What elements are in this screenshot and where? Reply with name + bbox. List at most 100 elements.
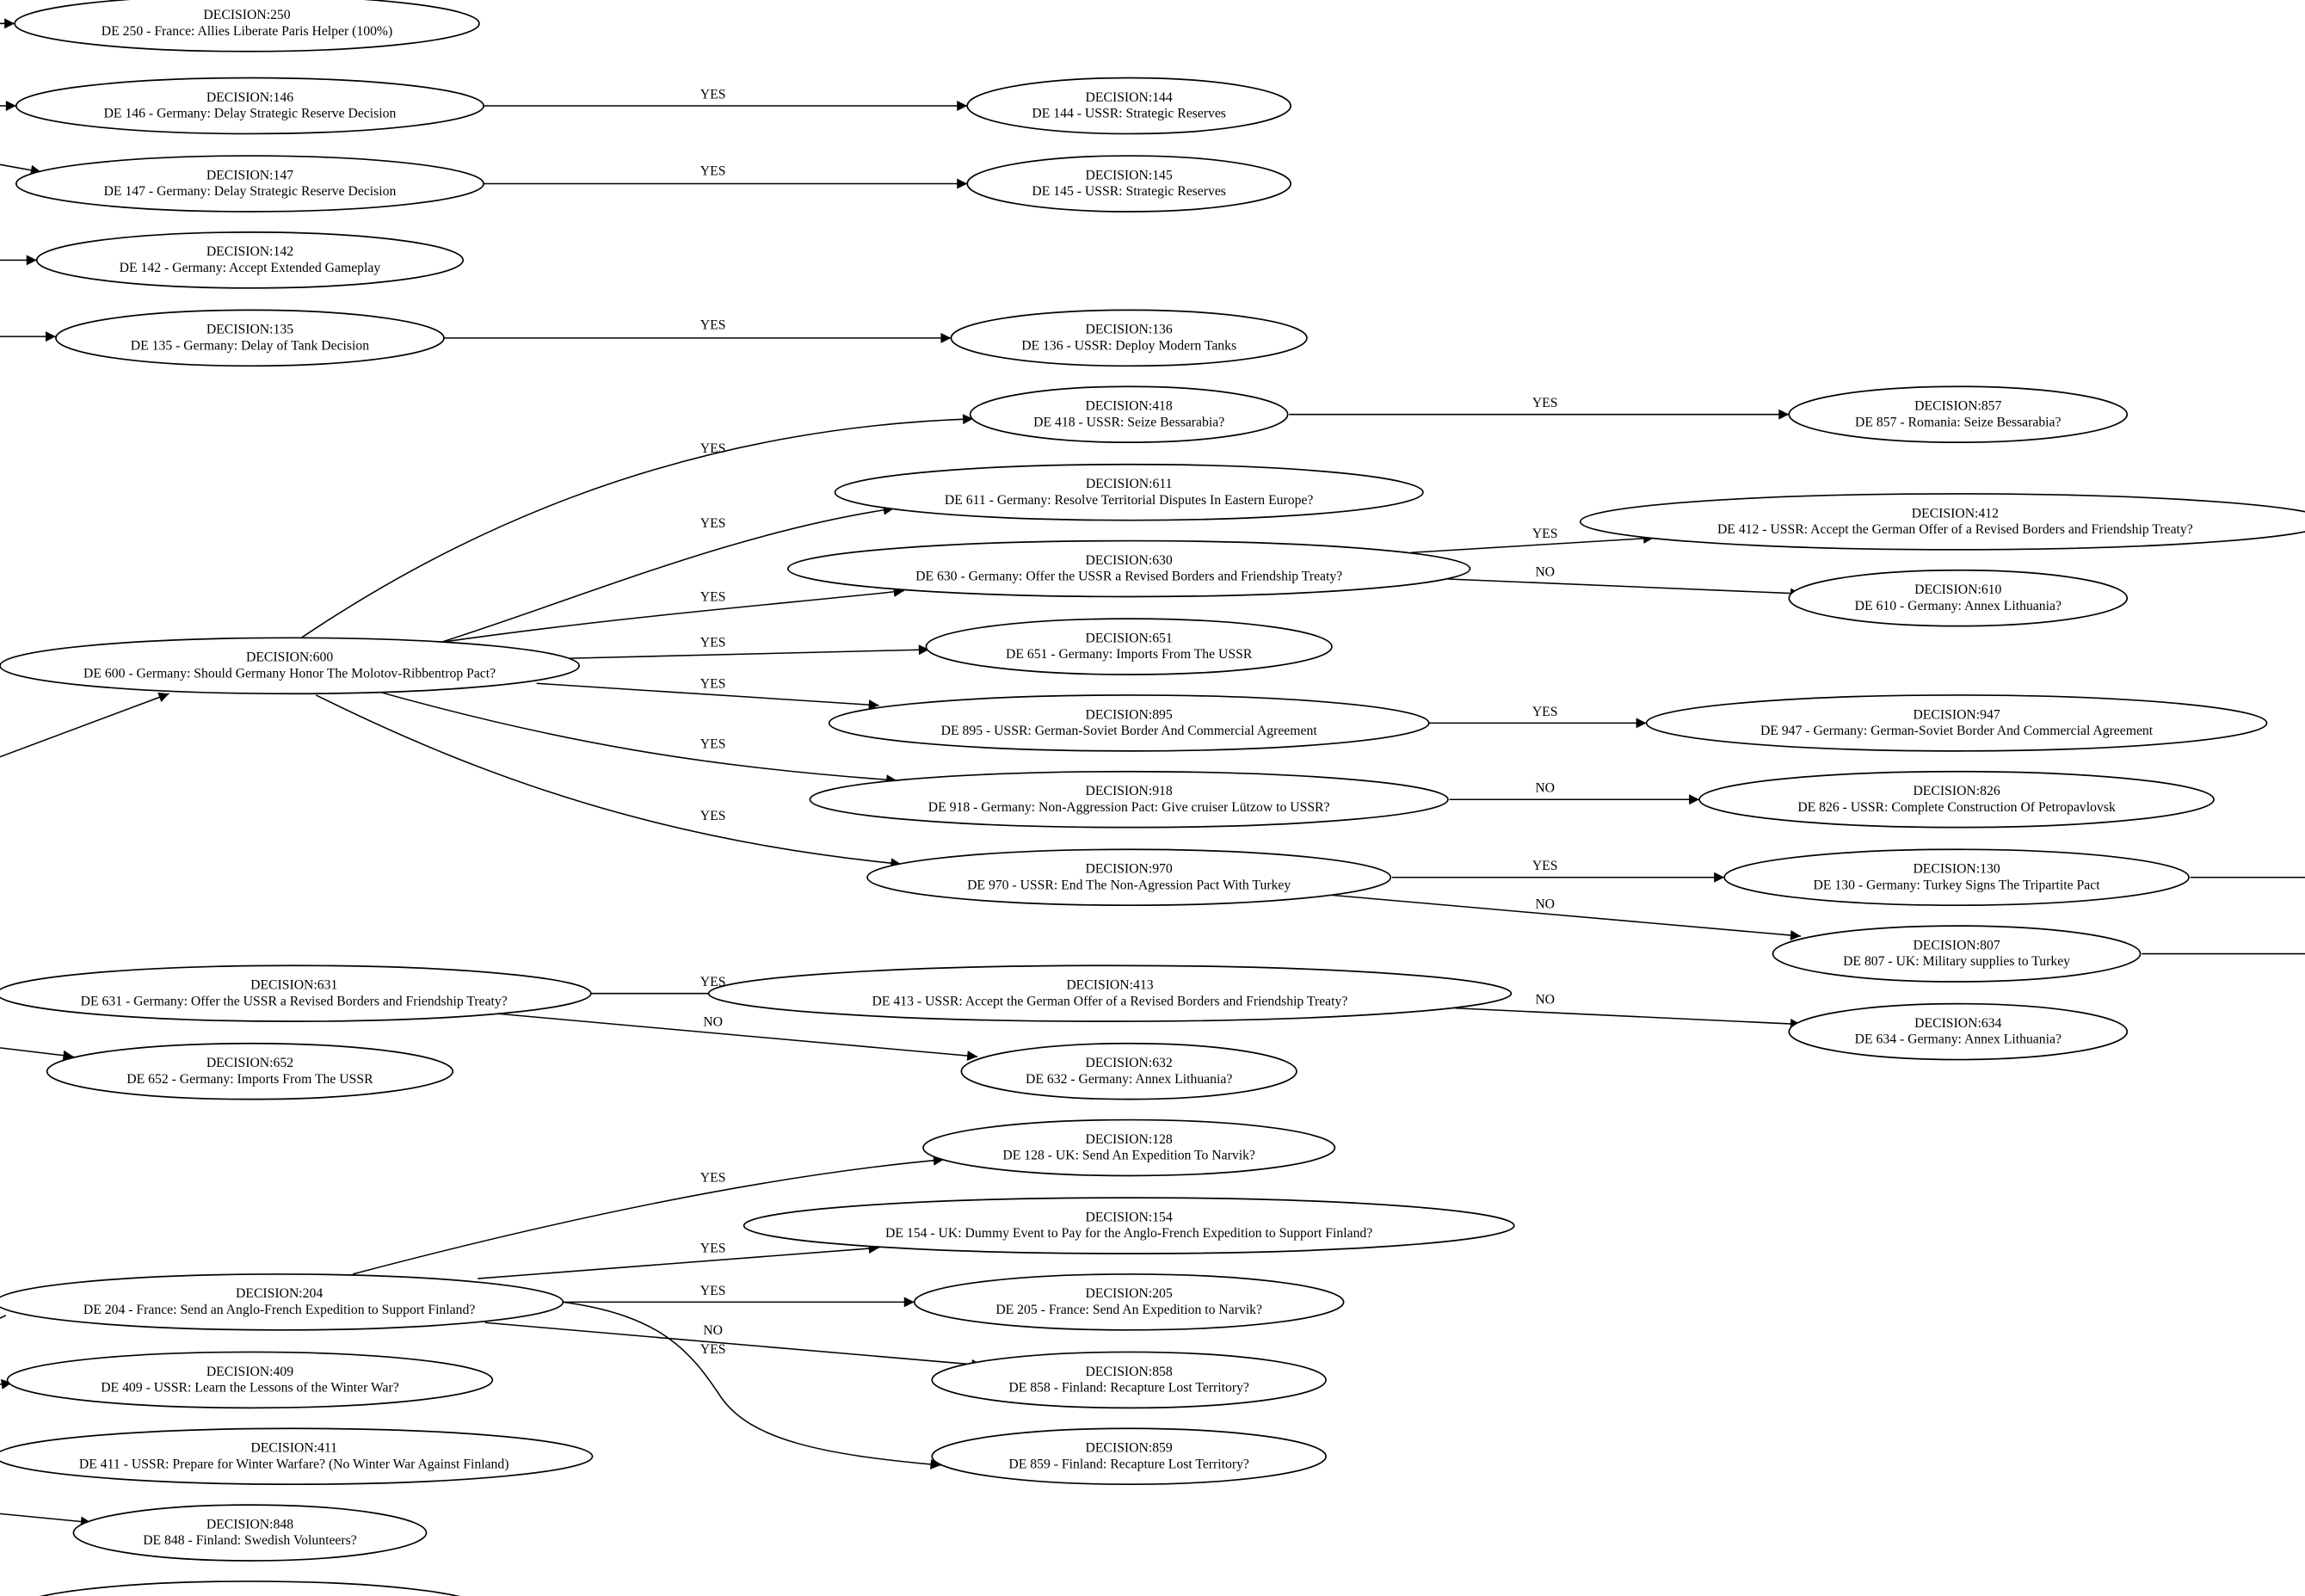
node-ellipse[interactable] — [0, 637, 580, 695]
node-ellipse[interactable] — [15, 155, 484, 213]
node-ellipse[interactable] — [0, 1273, 564, 1331]
edge-600-to-970[interactable]: YES — [315, 694, 902, 869]
node-ellipse[interactable] — [966, 155, 1291, 213]
node-ellipse[interactable] — [0, 1427, 594, 1486]
node-ellipse[interactable] — [931, 1351, 1327, 1409]
node-ellipse[interactable] — [966, 77, 1291, 135]
node-ellipse[interactable] — [0, 964, 592, 1022]
node-ellipse[interactable] — [913, 1273, 1345, 1331]
node-ellipse[interactable] — [950, 309, 1308, 367]
edge-line[interactable] — [1447, 578, 1802, 599]
edge-600-to-418[interactable]: YES — [300, 414, 974, 638]
edge-204-to-128[interactable]: YES — [352, 1155, 944, 1275]
edge-895-to-947[interactable]: YES — [1428, 705, 1647, 729]
edge-line[interactable] — [300, 414, 974, 638]
node-ellipse[interactable] — [1645, 694, 2268, 752]
node-ellipse[interactable] — [46, 1042, 454, 1100]
edge-line[interactable] — [315, 694, 902, 869]
node-ellipse[interactable] — [1788, 1002, 2129, 1061]
edge-line[interactable] — [536, 682, 879, 711]
node-ellipse[interactable] — [960, 1042, 1297, 1100]
edge-135-to-136[interactable]: YES — [443, 318, 952, 343]
edge-line[interactable] — [563, 1301, 941, 1470]
edge-line[interactable] — [441, 504, 894, 644]
node-ellipse[interactable] — [931, 1427, 1327, 1486]
edge-204-to-205[interactable]: YES — [563, 1284, 915, 1308]
edge-631-to-632[interactable]: NO — [484, 1012, 978, 1062]
node-ellipse[interactable] — [1579, 493, 2305, 551]
node-ellipse[interactable] — [55, 309, 445, 367]
edge-line[interactable] — [441, 586, 904, 644]
edge-918-to-826[interactable]: NO — [1449, 781, 1700, 805]
edge-418-to-857[interactable]: YES — [1289, 396, 1790, 420]
node-ellipse[interactable] — [1772, 925, 2142, 983]
node-ellipse[interactable] — [14, 0, 480, 52]
node-ellipse[interactable] — [922, 1118, 1336, 1177]
node-ellipse[interactable] — [828, 694, 1430, 752]
edge-line[interactable] — [478, 1243, 879, 1279]
node-ellipse[interactable] — [866, 848, 1392, 907]
edge-630-to-412[interactable]: YES — [1411, 527, 1655, 554]
edge-600-to-895[interactable]: YES — [536, 676, 879, 711]
edge-line[interactable] — [565, 644, 929, 659]
edge-600-to-630[interactable]: YES — [441, 586, 904, 644]
edge-413-to-634[interactable]: NO — [1455, 993, 1802, 1029]
edge-line[interactable] — [374, 690, 897, 786]
edge-line[interactable] — [352, 1155, 944, 1275]
edge-970-to-130[interactable]: YES — [1391, 859, 1725, 883]
node-ellipse[interactable] — [925, 618, 1333, 675]
edge-146-to-144[interactable]: YES — [484, 87, 968, 111]
edge-630-to-610[interactable]: NO — [1447, 565, 1802, 599]
node-ellipse[interactable] — [786, 539, 1471, 598]
node-ellipse[interactable] — [6, 1351, 494, 1409]
node-ellipse[interactable] — [1698, 770, 2215, 829]
edge-600-to-611[interactable]: YES — [441, 504, 894, 644]
node-ellipse[interactable] — [35, 231, 465, 289]
node-ellipse[interactable] — [834, 463, 1424, 521]
node-ellipse[interactable] — [969, 385, 1289, 443]
edge-600-to-918[interactable]: YES — [374, 690, 897, 786]
node-ellipse[interactable] — [1788, 569, 2129, 627]
edge-line[interactable] — [484, 1322, 983, 1370]
edge-204-to-154[interactable]: YES — [478, 1241, 879, 1279]
edge-line[interactable] — [1455, 1007, 1802, 1029]
edge-970-to-807[interactable]: NO — [1330, 894, 1802, 940]
node-ellipse[interactable] — [1788, 385, 2129, 443]
node-ellipse[interactable] — [72, 1504, 428, 1562]
partial-node[interactable] — [15, 1581, 485, 1596]
edge-600-to-651[interactable]: YES — [565, 636, 929, 659]
